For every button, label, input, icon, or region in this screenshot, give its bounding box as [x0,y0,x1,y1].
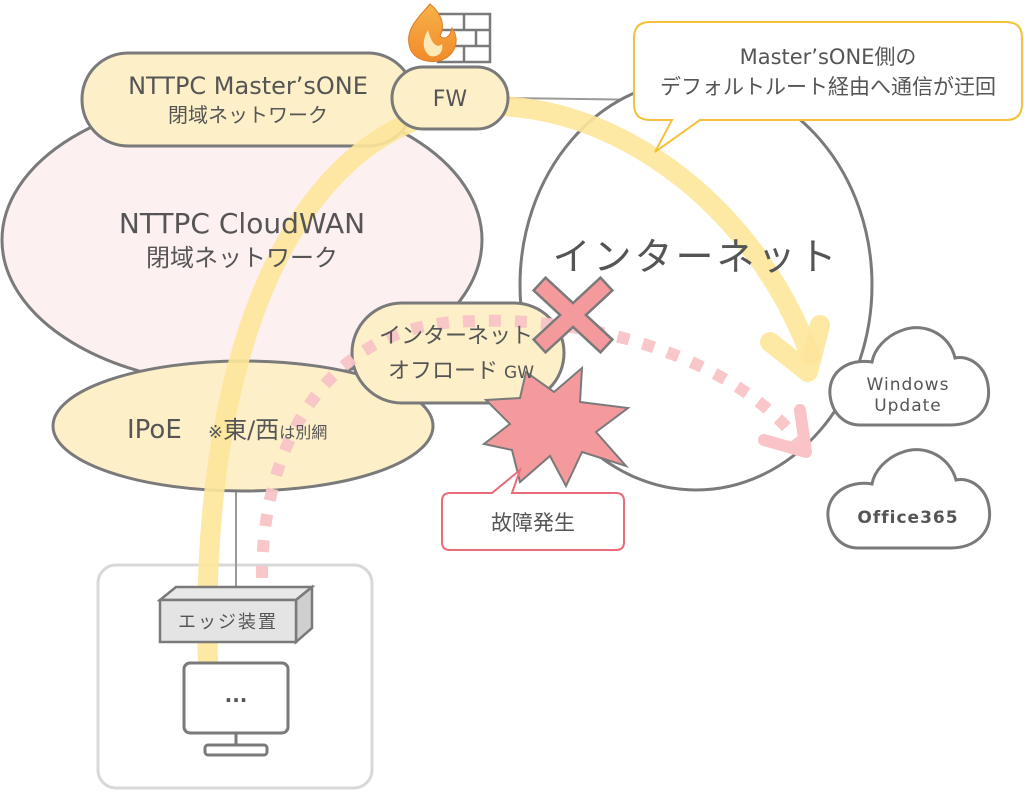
offload-gw-node [350,301,566,405]
pc-label: ... [225,683,248,707]
fw-node [390,65,510,131]
windows-update-line2: Update [874,396,942,416]
ipoe-note: ※東/西は別網 [208,416,327,444]
pc-monitor-icon [182,661,290,757]
office365-cloud [826,448,992,550]
windows-update-line1: Windows [867,375,950,395]
callout-detour [633,21,1023,153]
detour-route-arrowhead [760,315,830,382]
windows-update-cloud [828,326,991,427]
fw-label: FW [433,87,468,112]
internet-label: インターネット [552,235,839,279]
edge-device-label: エッジ装置 [178,612,278,633]
masters-one-title: NTTPC Master’sONE [128,72,368,100]
firewall-icon [408,3,492,64]
masters-one-subtitle: 閉域ネットワーク [168,103,328,127]
failed-route-path [256,314,807,579]
blocked-x-icon [531,275,615,355]
callout-detour-line2: デフォルトルート経由へ通信が迂回 [660,75,996,99]
failed-route-arrowhead [758,404,812,458]
callout-fault-label: 故障発生 [491,511,575,535]
cloudwan-title: NTTPC CloudWAN [119,207,365,240]
callout-detour-line1: Master’sONE側の [740,45,917,69]
cloudwan-subtitle: 閉域ネットワーク [146,244,338,272]
edge-device-icon [156,584,316,645]
fault-burst-icon [481,365,631,489]
callout-fault [441,466,625,551]
office365-label: Office365 [857,508,958,528]
ipoe-label: IPoE [127,415,182,445]
offload-gw-line1: インターネット [379,324,533,349]
